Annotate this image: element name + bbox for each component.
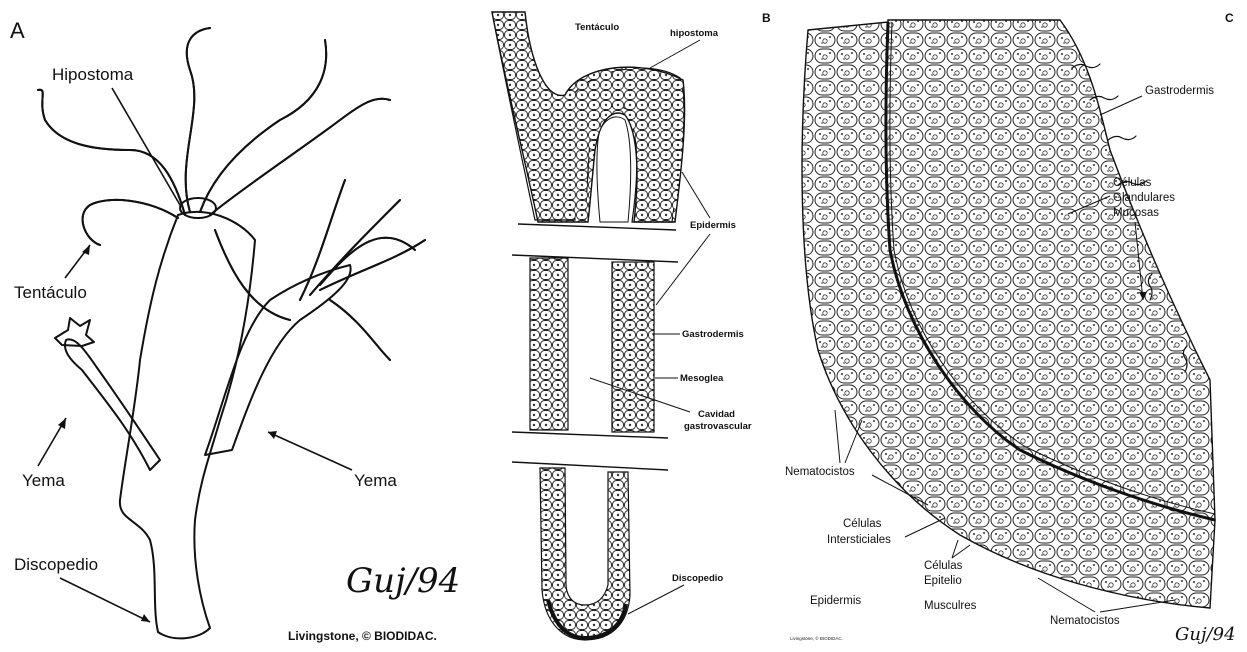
section-top xyxy=(492,12,685,222)
section-top-cavity xyxy=(597,117,631,222)
label-b-cavidad-2: gastrovascular xyxy=(684,421,752,432)
panel-c: C Gastrodermis Células Glandulares Mu xyxy=(785,11,1236,645)
panel-c-letter: C xyxy=(1225,11,1234,25)
signature-c: Guj/94 xyxy=(1175,624,1236,645)
label-b-discopedio: Discopedio xyxy=(672,573,723,584)
credit-panel-c: Livingstone, © BIODIDAC. xyxy=(790,635,843,641)
label-c-epitelio-1: Células xyxy=(924,560,963,572)
label-c-epitelio-3: Musculres xyxy=(924,600,977,612)
pointer-c-epitelio-2 xyxy=(952,545,970,558)
arrowhead-yema-left xyxy=(58,418,66,429)
arrowhead-discopedio xyxy=(141,614,150,622)
hydra-bud-left xyxy=(65,339,160,470)
label-c-epitelio-2: Epitelio xyxy=(924,575,962,587)
pointer-discopedio xyxy=(60,578,150,622)
label-yema-left: Yema xyxy=(22,471,65,490)
section-cut-line-1 xyxy=(518,224,676,230)
label-b-mesoglea: Mesoglea xyxy=(680,373,724,384)
hydra-body-drawing xyxy=(38,28,425,638)
signature-a: Guj/94 xyxy=(346,561,460,601)
pointer-b-hipostoma xyxy=(650,40,700,68)
label-c-glandulares-1: Células xyxy=(1113,177,1152,189)
pointer-b-epidermis-1 xyxy=(682,172,710,218)
label-discopedio: Discopedio xyxy=(14,555,98,574)
pointer-b-discopedio xyxy=(628,585,684,614)
section-top-tissue xyxy=(492,12,685,222)
label-c-nematocistos-bottom: Nematocistos xyxy=(1050,615,1120,627)
section-bottom xyxy=(512,462,668,640)
label-b-gastrodermis: Gastrodermis xyxy=(682,329,744,340)
signature-panel-a: Guj/94 xyxy=(346,561,460,601)
label-b-hipostoma: hipostoma xyxy=(670,28,719,39)
label-yema-right: Yema xyxy=(354,471,397,490)
panel-a: A xyxy=(10,18,460,643)
credit-panel-a: Livingstone, © BIODIDAC. xyxy=(288,629,437,643)
label-b-epidermis: Epidermis xyxy=(690,220,736,231)
section-middle xyxy=(512,255,678,438)
label-tentaculo: Tentáculo xyxy=(14,283,87,302)
pointer-yema-right xyxy=(268,432,352,470)
panel-b: B Tentáculo hipostoma Epidermis Gastro xyxy=(492,11,771,640)
section-middle-left-wall xyxy=(530,258,568,430)
label-c-nematocistos-left: Nematocistos xyxy=(785,466,855,478)
label-c-gastrodermis: Gastrodermis xyxy=(1145,85,1214,97)
hydra-body-column xyxy=(120,212,255,639)
label-c-glandulares-2: Glandulares xyxy=(1113,192,1175,204)
pointer-b-epidermis-2 xyxy=(656,234,710,305)
pointer-hipostoma xyxy=(112,88,180,205)
pointer-c-nematocistos-left-1 xyxy=(835,410,840,463)
label-b-cavidad-1: Cavidad xyxy=(698,409,735,420)
panel-b-letter: B xyxy=(762,11,771,25)
label-c-glandulares-3: Mucosas xyxy=(1113,207,1159,219)
hydra-bud-right xyxy=(205,265,351,455)
label-c-intersticiales-2: Intersticiales xyxy=(827,534,891,546)
label-hipostoma: Hipostoma xyxy=(52,65,134,84)
label-c-intersticiales-1: Células xyxy=(843,518,882,530)
label-b-tentaculo: Tentáculo xyxy=(575,22,619,33)
label-c-epidermis: Epidermis xyxy=(810,595,861,607)
panel-a-letter: A xyxy=(10,18,25,43)
pointer-c-intersticiales xyxy=(905,518,945,537)
section-cut-line-4 xyxy=(512,462,668,470)
section-middle-right-wall xyxy=(612,262,654,432)
hydra-hypostome xyxy=(180,198,216,218)
pointer-c-nematocistos-bottom-2 xyxy=(1100,600,1175,612)
section-cut-line-3 xyxy=(512,432,668,438)
